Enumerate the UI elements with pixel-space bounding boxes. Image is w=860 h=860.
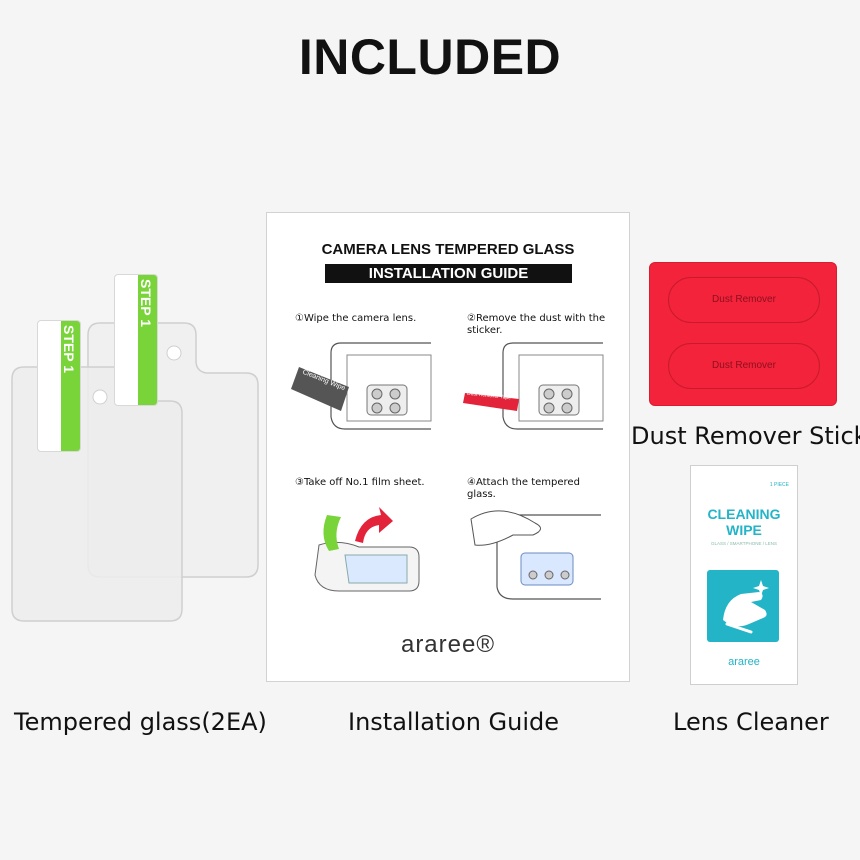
cleaner-brand-logo: araree — [728, 656, 760, 668]
cleaner-title-line-2: WIPE — [726, 522, 762, 538]
guide-step-3-text: ③Take off No.1 film sheet. — [295, 477, 425, 488]
guide-step-2-text: ②Remove the dust with the sticker. — [467, 313, 606, 336]
step-2-illustration — [463, 342, 604, 430]
caption-dust-remover: Dust Remover Sticker — [631, 422, 860, 450]
step-3-illustration — [314, 507, 420, 592]
wipe-hand-icon — [707, 570, 779, 642]
guide-step-1-text: ①Wipe the camera lens. — [295, 313, 417, 324]
caption-installation-guide: Installation Guide — [348, 708, 560, 736]
guide-brand-logo: araree® — [400, 631, 496, 658]
peel-tab-step: STEP 1 — [61, 325, 77, 373]
lens-cleaner-packet: 1 PIECE CLEANING WIPE GLASS / SMARTPHONE… — [690, 465, 798, 685]
guide-subtitle: INSTALLATION GUIDE — [325, 264, 572, 283]
dust-remover-label-2: Dust Remover — [668, 343, 820, 389]
peel-tab-text: Please peel off this mask before applica… — [64, 327, 81, 449]
peel-tab-green — [138, 275, 157, 405]
cleaner-title: CLEANING WIPE — [691, 506, 797, 538]
cleaner-subtitle: GLASS / SMARTPHONE / LENS — [711, 541, 777, 546]
peel-tab-back: Please peel off this mask before applica… — [114, 274, 158, 406]
step-4-illustration — [470, 510, 601, 600]
peel-tab-text: Please peel off this mask before applica… — [141, 281, 158, 403]
installation-guide-card: CAMERA LENS TEMPERED GLASS INSTALLATION … — [266, 212, 630, 682]
dust-remover-sticker: Dust Remover Dust Remover — [649, 262, 837, 406]
cleaner-title-line-1: CLEANING — [707, 506, 781, 522]
guide-step-4-text: ④Attach the tempered glass. — [467, 477, 580, 500]
caption-tempered-glass: Tempered glass(2EA) — [14, 708, 267, 736]
peel-tab-front: Please peel off this mask before applica… — [37, 320, 81, 452]
cleaner-piece-count: 1 PIECE — [769, 482, 789, 488]
dust-remover-label-1: Dust Remover — [668, 277, 820, 323]
page-title: INCLUDED — [298, 29, 562, 85]
caption-lens-cleaner: Lens Cleaner — [673, 708, 829, 736]
peel-tab-step: STEP 1 — [138, 279, 154, 327]
peel-tab-green — [61, 321, 80, 451]
step-1-illustration — [291, 342, 432, 430]
guide-title: CAMERA LENS TEMPERED GLASS — [321, 241, 575, 258]
